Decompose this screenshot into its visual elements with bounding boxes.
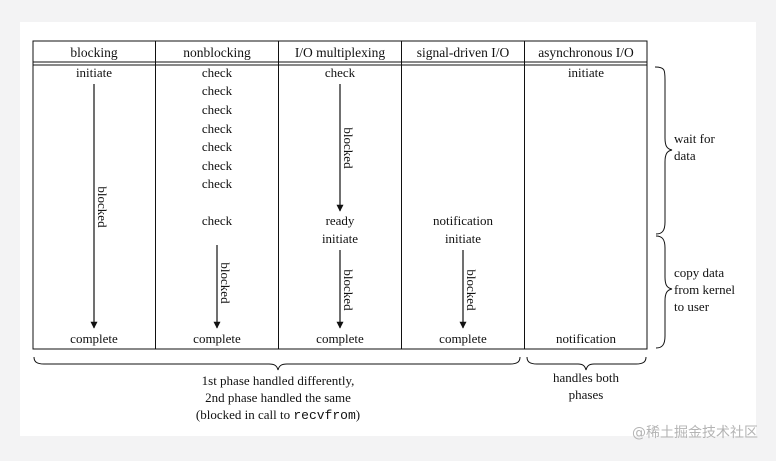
copy-phase-label-line1: copy data [674,265,724,280]
watermark: @稀土掘金技术社区 [632,425,758,441]
recvfrom-code: recvfrom [293,408,356,423]
first-four-note-line2: 2nd phase handled the same [205,390,351,405]
bottom-braces [33,356,647,371]
note-suffix: ) [356,407,360,422]
models-table [32,40,648,350]
multiplexing-blocked-label-2: blocked [341,269,356,311]
copy-phase-label-line2: from kernel [674,282,735,297]
async-notification: notification [556,331,616,346]
note-prefix: (blocked in call to [196,407,293,422]
blocking-initiate: initiate [76,65,112,80]
nonblocking-check-2: check [202,83,233,98]
header-signal-driven: signal-driven I/O [417,45,510,60]
signal-complete: complete [439,331,487,346]
multiplexing-complete: complete [316,331,364,346]
copy-phase-label-line3: to user [674,299,710,314]
multiplexing-check: check [325,65,356,80]
nonblocking-check-6: check [202,158,233,173]
phase-braces [654,66,673,349]
diagram-card [20,22,756,436]
multiplexing-ready: ready [326,213,355,228]
signal-blocked-label: blocked [464,269,479,311]
signal-notification: notification [433,213,493,228]
first-four-note-line1: 1st phase handled differently, [202,373,355,388]
nonblocking-check-5: check [202,139,233,154]
multiplexing-initiate: initiate [322,231,358,246]
nonblocking-check-8: check [202,213,233,228]
async-brace [526,356,647,371]
first-four-brace [33,356,521,371]
header-async-io: asynchronous I/O [538,45,634,60]
nonblocking-check-7: check [202,176,233,191]
blocking-complete: complete [70,331,118,346]
nonblocking-blocked-label: blocked [218,262,233,304]
nonblocking-complete: complete [193,331,241,346]
blocking-blocked-label: blocked [95,186,110,228]
header-blocking: blocking [70,45,117,60]
async-initiate: initiate [568,65,604,80]
signal-initiate: initiate [445,231,481,246]
header-io-multiplexing: I/O multiplexing [295,45,386,60]
copy-phase-brace [655,235,673,349]
wait-phase-brace [654,66,673,235]
wait-phase-label-line1: wait for [674,131,715,146]
first-four-note-line3: (blocked in call to recvfrom) [196,407,360,423]
nonblocking-check-4: check [202,121,233,136]
nonblocking-check-3: check [202,102,233,117]
async-note-line2: phases [569,387,604,402]
multiplexing-blocked-label-1: blocked [341,127,356,169]
async-note-line1: handles both [553,370,620,385]
nonblocking-check-1: check [202,65,233,80]
wait-phase-label-line2: data [674,148,696,163]
header-nonblocking: nonblocking [183,45,251,60]
